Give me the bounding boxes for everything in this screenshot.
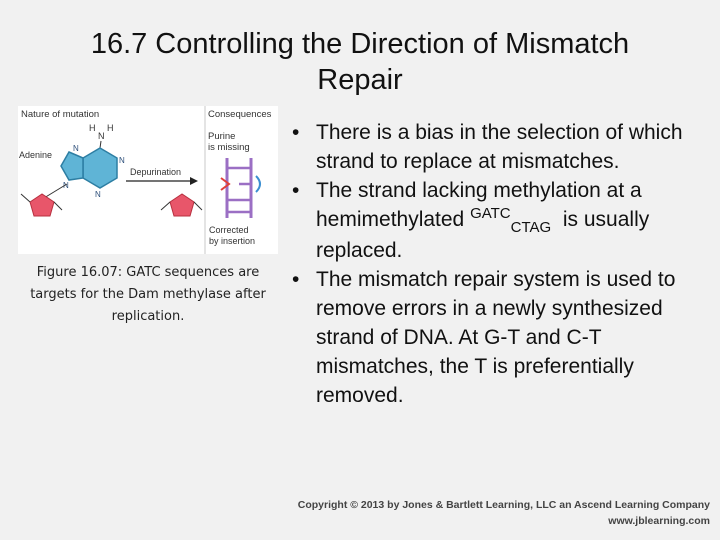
title-line-1: 16.7 Controlling the Direction of Mismat… <box>90 28 630 60</box>
bullet-item: • There is a bias in the selection of wh… <box>286 118 706 176</box>
bullet-dot: • <box>292 179 300 202</box>
bullet-item: • The strand lacking methylation at a he… <box>286 176 706 265</box>
ctag-subscript: CTAG <box>510 219 552 236</box>
label-consequences: Consequences <box>208 109 272 120</box>
label-corrected: Corrected <box>209 225 249 235</box>
copyright-notice: Copyright © 2013 by Jones & Bartlett Lea… <box>298 497 710 529</box>
label-n: N <box>98 131 105 141</box>
sugar-right-icon <box>169 193 195 217</box>
label-purine: Purine <box>208 131 235 142</box>
label-is-missing: is missing <box>208 142 250 153</box>
dna-ladder-icon <box>225 158 253 218</box>
label-by-insertion: by insertion <box>209 236 255 246</box>
label-depurination: Depurination <box>130 167 181 177</box>
gap-marker-left-icon <box>220 177 231 191</box>
gatc-superscript: GATC <box>470 205 511 222</box>
bullet-text-tail: is usually replaced. <box>316 208 656 262</box>
bullet-text: There is a bias in the selection of whic… <box>316 121 683 173</box>
title-line-2: Repair <box>317 64 403 96</box>
bullet-text: The mismatch repair system is used to re… <box>316 268 676 407</box>
bullet-text: The strand lacking methylation at a hemi… <box>316 179 642 231</box>
depurination-diagram: Nature of mutation Consequences H H N N … <box>19 106 272 254</box>
label-adenine: Adenine <box>19 150 52 160</box>
gap-marker-right-icon <box>255 175 261 193</box>
label-nature-of-mutation: Nature of mutation <box>21 109 99 120</box>
bullet-item: • The mismatch repair system is used to … <box>286 265 706 410</box>
copyright-url: www.jblearning.com <box>608 515 710 527</box>
copyright-line: Copyright © 2013 by Jones & Bartlett Lea… <box>297 499 710 511</box>
slide-title: 16.7 Controlling the Direction of Mismat… <box>0 26 720 98</box>
svg-text:N: N <box>119 156 125 165</box>
svg-text:N: N <box>63 181 69 190</box>
svg-text:N: N <box>95 190 101 199</box>
svg-text:N: N <box>73 144 79 153</box>
label-h-right: H <box>107 123 114 133</box>
amino-bond <box>99 140 102 149</box>
depurination-figure: Nature of mutation Consequences H H N N … <box>18 106 278 254</box>
bullet-dot: • <box>292 268 300 291</box>
figure-caption: Figure 16.07: GATC sequences are targets… <box>30 265 266 324</box>
bullet-dot: • <box>292 121 300 144</box>
bullet-list: • There is a bias in the selection of wh… <box>286 118 706 410</box>
arrow-head-icon <box>190 177 198 185</box>
sugar-left-icon <box>29 193 55 217</box>
glycosidic-bond <box>43 183 68 199</box>
label-h-left: H <box>89 123 96 133</box>
adenine-purine-icon: N N N N <box>60 144 125 199</box>
